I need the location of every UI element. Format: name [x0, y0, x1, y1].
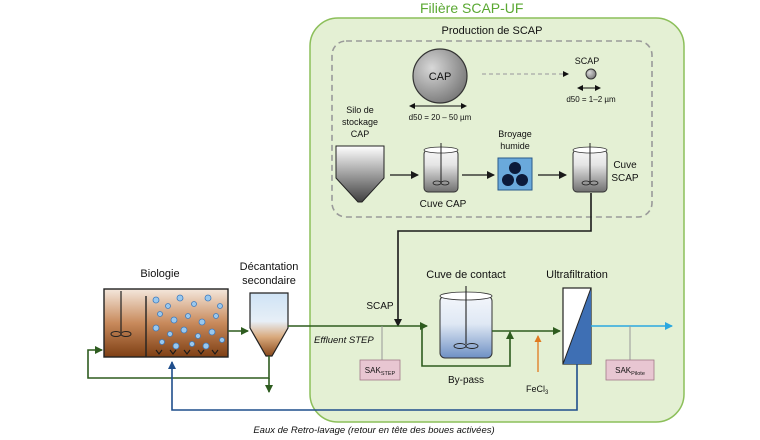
uf-module	[562, 287, 592, 365]
cuve-cap-tank	[423, 143, 459, 193]
silo-label-1: Silo de	[346, 105, 374, 115]
silo-shape	[335, 145, 385, 203]
production-box	[331, 40, 653, 218]
scap-dose-label: SCAP	[366, 301, 394, 312]
production-title: Production de SCAP	[442, 25, 543, 37]
sak-step-label: SAKSTEP	[365, 366, 396, 377]
panel-title: Filière SCAP-UF	[420, 0, 523, 16]
cuve-contact-tank	[439, 286, 493, 359]
cuve-cap-label: Cuve CAP	[420, 199, 467, 210]
scap-particle	[585, 68, 597, 80]
retro-label: Eaux de Retro-lavage (retour en tête des…	[253, 425, 494, 436]
cuve-contact-label: Cuve de contact	[426, 269, 506, 281]
bypass-label: By-pass	[448, 375, 484, 386]
uf-label: Ultrafiltration	[546, 269, 608, 281]
sak-step-box	[359, 359, 401, 381]
decanteur	[249, 292, 289, 357]
cap-label: CAP	[429, 71, 452, 83]
scap-size-label: d50 = 1–2 µm	[566, 95, 616, 104]
silo-label-2: stockage	[342, 117, 378, 127]
effluent-label: Effluent STEP	[314, 335, 374, 346]
sak-pilote-label: SAKPilote	[615, 366, 645, 377]
cuve-scap-label-2: SCAP	[611, 173, 639, 184]
cuve-scap-tank	[572, 143, 608, 193]
broyeur-mill	[497, 157, 533, 191]
broyage-label-2: humide	[500, 141, 530, 151]
decantation-label-2: secondaire	[242, 275, 296, 287]
fecl3-label: FeCl3	[526, 384, 549, 396]
biologie-label: Biologie	[140, 268, 179, 280]
sludge-recirc-line	[87, 346, 270, 379]
silo-label-3: CAP	[351, 129, 370, 139]
biologie-basin	[103, 288, 229, 358]
scap-label: SCAP	[575, 56, 600, 66]
sak-pilote-box	[605, 359, 655, 381]
scap-dosing-line	[394, 193, 592, 327]
broyage-label-1: Broyage	[498, 129, 532, 139]
cap-size-label: d50 = 20 – 50 µm	[409, 113, 472, 122]
cuve-scap-label-1: Cuve	[613, 160, 637, 171]
decantation-label-1: Décantation	[240, 261, 299, 273]
backwash-line	[168, 361, 578, 411]
bypass-line	[421, 326, 514, 367]
